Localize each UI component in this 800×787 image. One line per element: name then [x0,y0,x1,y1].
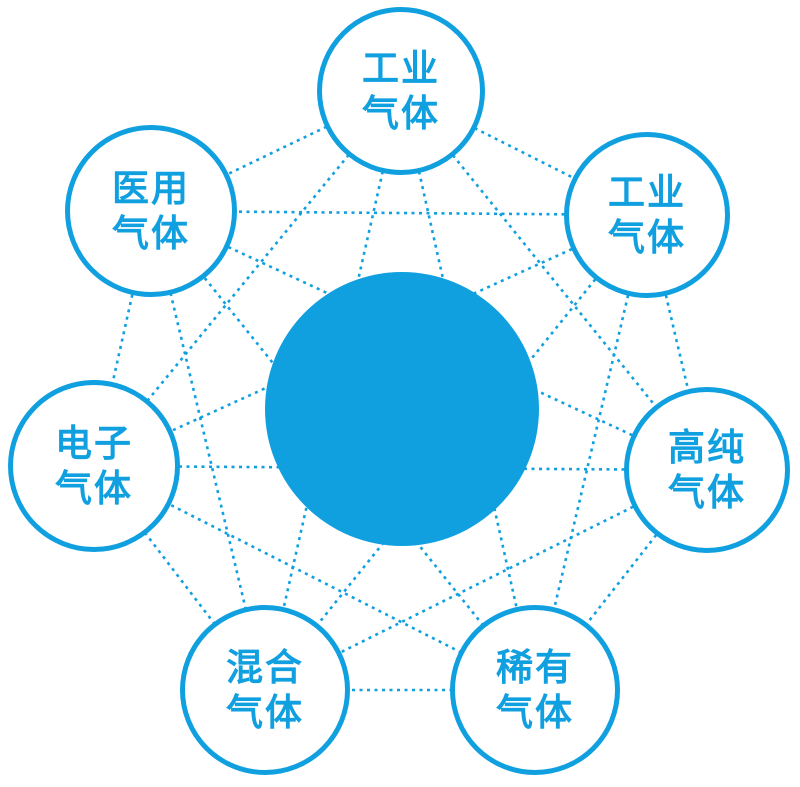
node-label-line2: 气体 [496,691,574,734]
node-label-line1: 混合 [226,645,304,689]
node-electronic-gas-left: 电子 气体 [8,380,180,552]
node-label-line1: 电子 [55,421,133,465]
node-industrial-gas-top-right: 工业 气体 [564,132,730,298]
node-label-line1: 工业 [362,46,440,90]
node-label-line1: 工业 [608,170,686,214]
node-label-line2: 气体 [55,467,133,510]
node-label-line1: 稀有 [496,645,574,689]
node-industrial-gas-top: 工业 气体 [317,7,485,175]
node-label-line2: 气体 [608,216,686,259]
node-label-line1: 医用 [112,166,190,210]
node-medical-gas-top-left: 医用 气体 [65,125,237,297]
center-hub-circle [265,272,539,546]
node-label-line2: 气体 [226,691,304,734]
node-label-line2: 气体 [112,212,190,255]
node-label-line2: 气体 [668,471,746,514]
node-label-line1: 高纯 [668,425,746,469]
node-label-line2: 气体 [362,92,440,135]
node-high-purity-gas-right: 高纯 气体 [624,387,790,553]
node-rare-gas-bottom-right: 稀有 气体 [450,605,620,775]
node-mixed-gas-bottom-left: 混合 气体 [180,605,350,775]
